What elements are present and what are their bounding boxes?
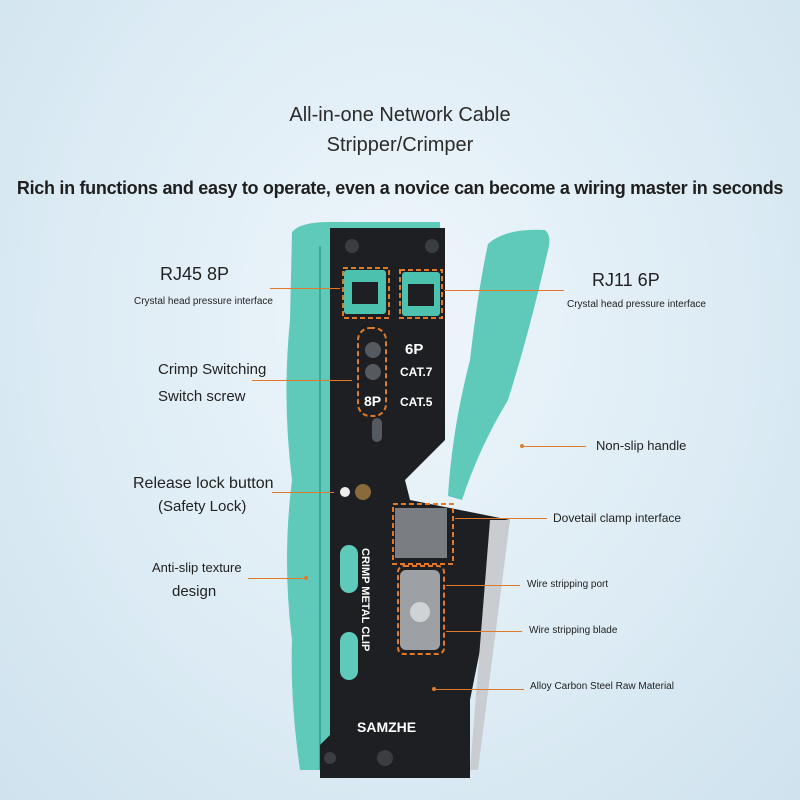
callout-alloy-steel: Alloy Carbon Steel Raw Material xyxy=(530,681,674,692)
callout-dovetail: Dovetail clamp interface xyxy=(553,511,682,525)
callout-release-lock: Release lock button xyxy=(133,475,274,492)
callout-nonslip-handle: Non-slip handle xyxy=(596,438,687,453)
page-title-line-2: Stripper/Crimper xyxy=(326,134,474,156)
right-handle xyxy=(448,229,550,500)
page-subtitle: Rich in functions and easy to operate, e… xyxy=(16,178,784,198)
tool-body xyxy=(320,228,510,778)
callout-switch-screw: Switch screw xyxy=(158,388,246,405)
left-handle xyxy=(286,222,440,770)
callout-crimp-switching: Crimp Switching xyxy=(158,361,267,378)
label-cat5: CAT.5 xyxy=(400,395,433,409)
callout-rj11-title: RJ11 6P xyxy=(592,270,660,290)
label-8p: 8P xyxy=(364,393,381,409)
callout-rj45-sub: Crystal head pressure interface xyxy=(134,296,273,307)
label-crimp-metal-clip: CRIMP METAL CLIP xyxy=(359,548,371,651)
callout-strip-blade: Wire stripping blade xyxy=(529,625,618,636)
callout-rj11-sub: Crystal head pressure interface xyxy=(567,299,706,310)
callout-antislip-2: design xyxy=(172,583,217,600)
callout-safety-lock: (Safety Lock) xyxy=(158,498,247,515)
label-cat7: CAT.7 xyxy=(400,365,433,379)
callout-antislip-1: Anti-slip texture xyxy=(152,560,242,575)
brand-logo: SAMZHE xyxy=(357,719,416,735)
page-title-line-1: All-in-one Network Cable xyxy=(289,104,511,126)
label-6p: 6P xyxy=(405,341,423,358)
callout-strip-port: Wire stripping port xyxy=(527,579,609,590)
callout-rj45-title: RJ45 8P xyxy=(160,264,230,284)
